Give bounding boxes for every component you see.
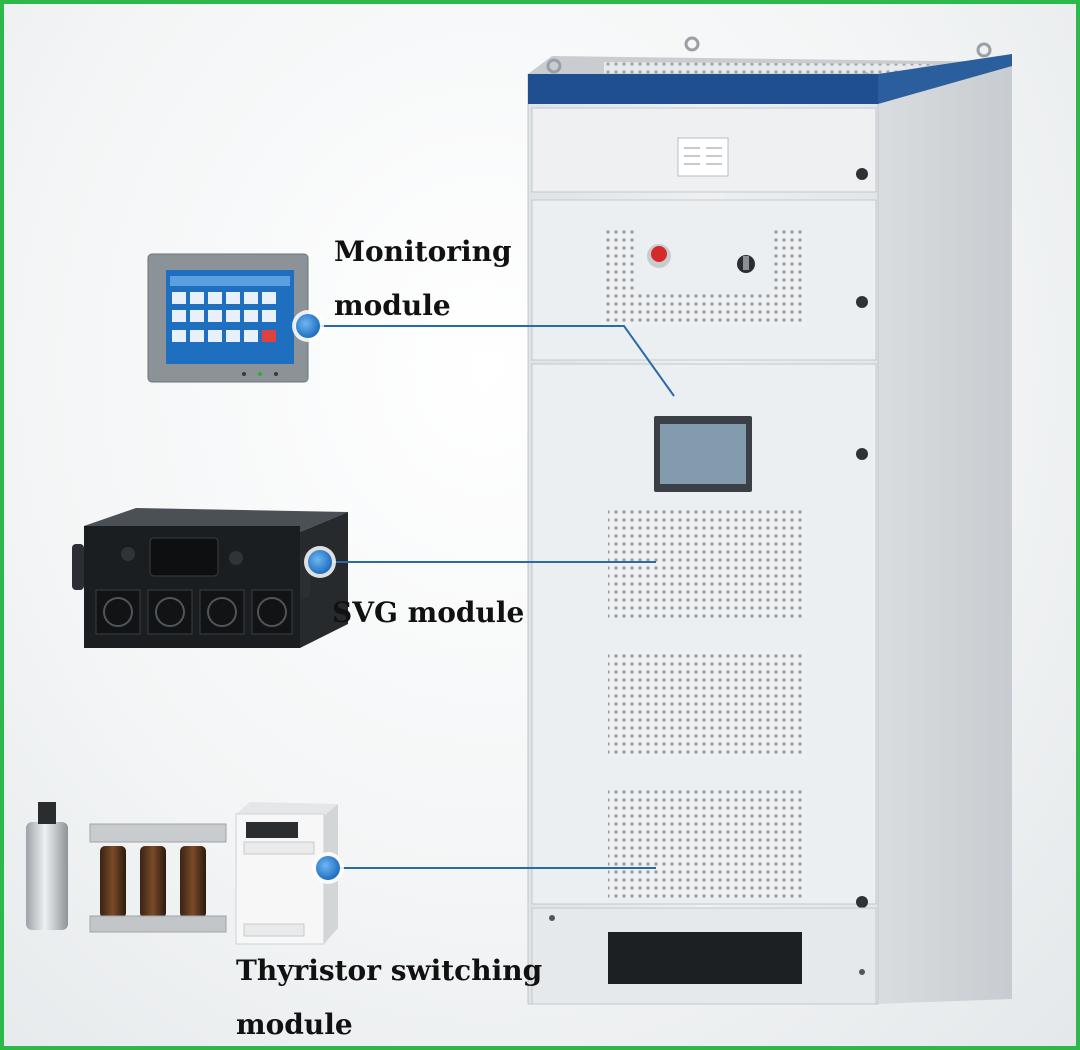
label-svg-module: SVG module	[332, 596, 525, 629]
cabinet-side-panel	[876, 62, 1012, 1004]
cabinet-top-band-side	[878, 54, 1012, 104]
nameplate	[677, 137, 729, 177]
vent-lower	[634, 294, 774, 326]
callout-dot	[292, 310, 324, 342]
door-lock	[856, 168, 868, 180]
door-lock	[856, 896, 868, 908]
plinth-vent	[608, 932, 802, 984]
selector-switch-icon	[737, 255, 755, 273]
diagram-artwork	[26, 36, 1012, 1005]
reactor	[89, 823, 227, 933]
nameplate-lines	[684, 147, 722, 165]
cabinet-hmi-screen	[654, 416, 752, 492]
svg-device	[72, 508, 348, 648]
callout-dot	[304, 546, 336, 578]
vent-right	[774, 230, 806, 326]
cabinet	[527, 36, 1012, 1005]
svg-device-side	[300, 512, 348, 648]
capacitor	[26, 802, 68, 930]
cabinet-control-panel	[531, 199, 877, 361]
leader-line-monitoring	[308, 325, 675, 397]
vent-left	[602, 230, 634, 326]
vent-lower-door	[608, 790, 806, 898]
monitoring-device	[147, 253, 309, 383]
vent-upper	[608, 510, 806, 618]
svg-device-display	[149, 537, 219, 577]
thyristor-switch	[235, 802, 338, 945]
door-lock	[856, 296, 868, 308]
door-lock	[856, 448, 868, 460]
label-monitoring-module: Monitoring module	[334, 235, 512, 322]
emergency-stop-icon	[647, 244, 671, 268]
cabinet-roof-vent	[604, 62, 934, 76]
label-thyristor-switching-module: Thyristor switching module	[236, 954, 543, 1041]
hmi-tiles	[172, 292, 276, 342]
leader-lines	[308, 325, 675, 869]
thyristor-device-group	[26, 802, 338, 945]
cabinet-top-band	[528, 74, 878, 104]
callout-dot	[312, 852, 344, 884]
vent-middle	[608, 650, 806, 758]
